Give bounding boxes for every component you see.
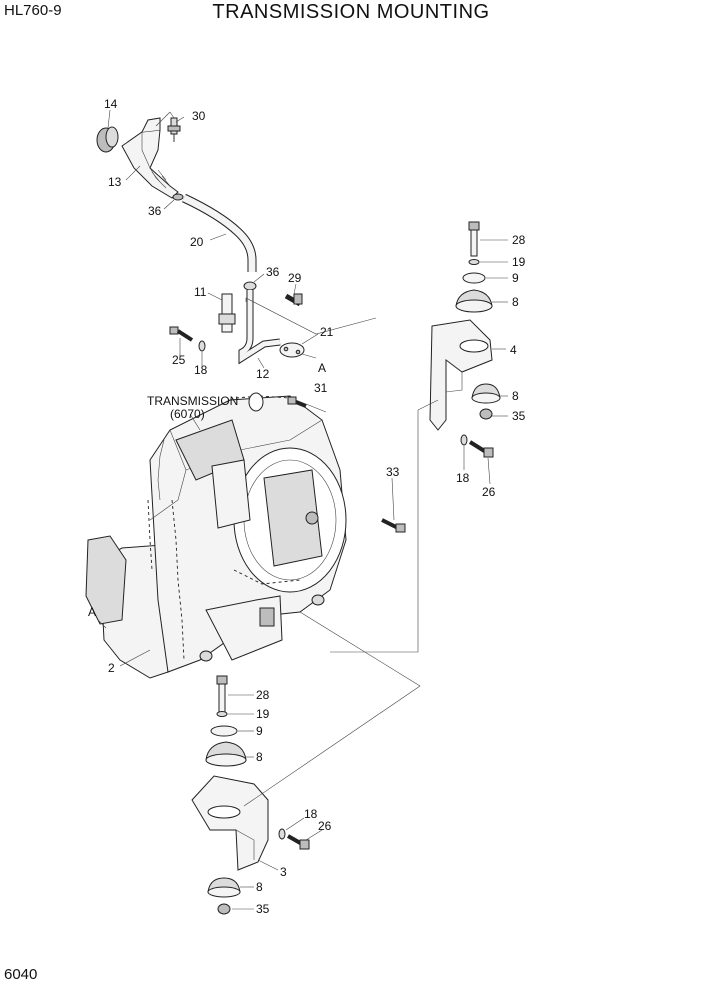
callout-4: 4	[510, 343, 517, 357]
plate-9-lower-part	[210, 725, 238, 737]
bracket-4-part	[429, 319, 493, 431]
vent-bolt-part	[167, 117, 181, 142]
washer-18-lower-part	[278, 828, 286, 840]
callout-31: 31	[314, 381, 328, 395]
bolt-28-upper-part	[468, 221, 480, 257]
bolt-26-right-part	[468, 440, 494, 458]
callout-36: 36	[148, 204, 162, 218]
mount-bolt-31-part	[287, 396, 307, 408]
callout-28-lower: 28	[256, 688, 270, 702]
callout-12: 12	[256, 367, 270, 381]
mount-8-lower-part	[205, 741, 247, 767]
callout-26-lower: 26	[318, 819, 332, 833]
callout-30: 30	[192, 109, 206, 123]
callout-8-lower: 8	[256, 750, 263, 764]
bolt-26-lower-part	[287, 834, 310, 850]
o-ring-part	[172, 193, 184, 201]
reference-lines	[97, 239, 508, 910]
callout-20: 20	[190, 235, 204, 249]
plate-9-upper-part	[462, 272, 486, 284]
nut-35-right-part	[479, 408, 493, 420]
callout-21: 21	[320, 325, 334, 339]
page-number: 6040	[4, 966, 38, 983]
callout-33: 33	[386, 465, 400, 479]
callout-13: 13	[108, 175, 122, 189]
mount-8-bottom-part	[207, 877, 241, 898]
mount-8-upper-part	[455, 289, 493, 313]
bolt-33-part	[381, 518, 406, 533]
page-title: TRANSMISSION MOUNTING	[212, 1, 490, 23]
bolt-28-lower-part	[216, 675, 228, 713]
callout-18: 18	[194, 363, 208, 377]
callout-8-bottom: 8	[256, 880, 263, 894]
washer-19-upper-part	[468, 259, 480, 265]
callout-19-upper: 19	[512, 255, 526, 269]
fitting-bolt-part	[284, 293, 303, 307]
filler-neck-part	[121, 117, 179, 199]
washer-18-right-part	[460, 434, 468, 446]
callout-18-right: 18	[456, 471, 470, 485]
callout-2: 2	[108, 661, 115, 675]
callout-8-right: 8	[512, 389, 519, 403]
nut-35-lower-part	[217, 903, 231, 915]
washer-18-part	[198, 340, 206, 352]
callout-11: 11	[194, 285, 207, 299]
leader-lines-breather	[107, 109, 319, 369]
callout-28-upper: 28	[512, 233, 526, 247]
bracket-3-part	[191, 775, 269, 871]
model-code: HL760-9	[4, 2, 62, 19]
callout-35-right: 35	[512, 409, 526, 423]
callout-35-lower: 35	[256, 902, 270, 916]
callout-a-upper: A	[318, 361, 326, 375]
callout-25: 25	[172, 353, 186, 367]
flange-gasket-part	[279, 342, 305, 358]
callout-9-upper: 9	[512, 271, 519, 285]
o-ring-lower-part	[243, 281, 257, 291]
callout-18-lower: 18	[304, 807, 318, 821]
callout-3: 3	[280, 865, 287, 879]
clip-part	[218, 293, 236, 333]
transmission-label: TRANSMISSION	[147, 394, 238, 408]
callout-9-lower: 9	[256, 724, 263, 738]
mount-8-lower-right-part	[471, 383, 501, 404]
filler-cap-part	[96, 126, 119, 153]
transmission-sublabel: (6070)	[170, 407, 205, 421]
bolt-25-part	[169, 326, 194, 342]
callout-a-lower: A	[88, 605, 96, 619]
callout-14: 14	[104, 97, 118, 111]
callout-8-upper: 8	[512, 295, 519, 309]
breather-hose-part	[182, 193, 257, 272]
callout-26-right: 26	[482, 485, 496, 499]
transmission-housing-part	[85, 392, 347, 679]
callout-36-lower: 36	[266, 265, 280, 279]
washer-19-lower-part	[216, 711, 228, 717]
callout-29: 29	[288, 271, 302, 285]
breather-pipe-part	[238, 290, 281, 365]
callout-19-lower: 19	[256, 707, 270, 721]
